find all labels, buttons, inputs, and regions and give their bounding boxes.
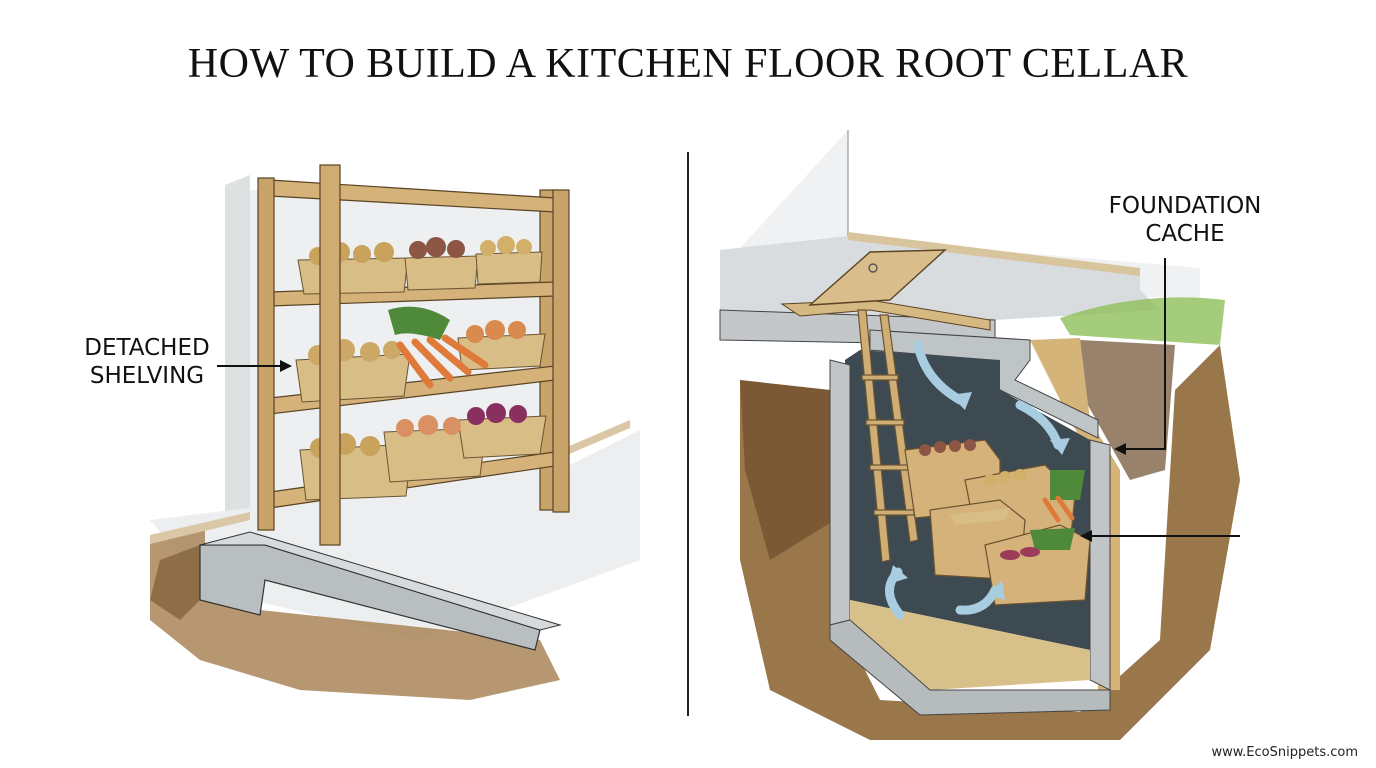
detached-shelving-label: DETACHED SHELVING [72,334,222,390]
detached-shelving-label-line1: DETACHED [84,335,210,361]
foundation-cache-label-line2: CACHE [1145,221,1225,247]
page-title: HOW TO BUILD A KITCHEN FLOOR ROOT CELLAR [187,41,1189,87]
foundation-cache-label: FOUNDATION CACHE [1085,192,1285,248]
panel-divider [687,152,689,716]
foundation-cache-label-line1: FOUNDATION [1108,193,1262,219]
watermark: www.EcoSnippets.com [1211,745,1358,760]
detached-shelving-label-line2: SHELVING [89,363,205,389]
